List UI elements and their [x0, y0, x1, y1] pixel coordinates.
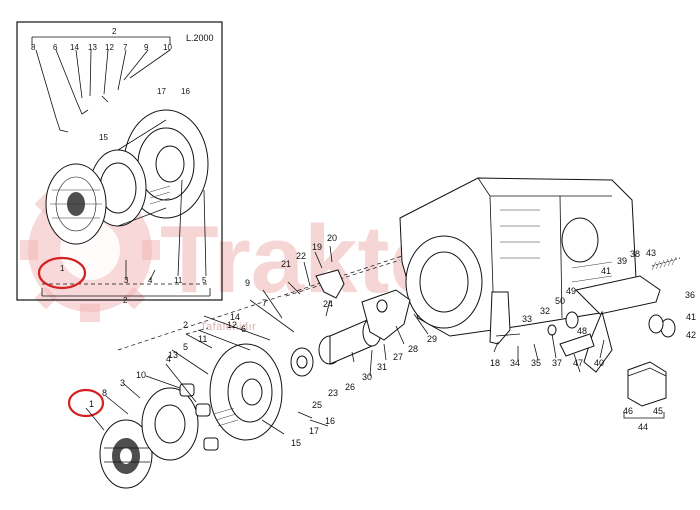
callout-label: 43	[646, 248, 656, 258]
callout-label: 49	[566, 286, 576, 296]
callout-label: 2	[112, 27, 117, 36]
callout-label: 50	[555, 296, 565, 306]
callout-label: 48	[577, 326, 587, 336]
callout-label: 10	[163, 43, 172, 52]
callout-label: 11	[198, 334, 207, 344]
callout-label: 41	[686, 312, 696, 322]
callout-label: 14	[70, 43, 79, 52]
callout-label: 41	[601, 266, 611, 276]
callout-label: 8	[31, 43, 36, 52]
callout-label: 15	[99, 133, 108, 142]
callout-label: 31	[377, 362, 387, 372]
release-bearing-assembly	[290, 317, 382, 377]
callout-label: 13	[88, 43, 97, 52]
callout-label: 9	[144, 43, 149, 52]
callout-label: 6	[53, 43, 58, 52]
callout-label: 9	[245, 278, 250, 288]
callout-label: 25	[312, 400, 322, 410]
main-highlight-circle	[67, 388, 105, 418]
callout-label: 8	[102, 388, 107, 398]
callout-label: 5	[183, 342, 188, 352]
callout-label: 30	[362, 372, 372, 382]
callout-label: 17	[309, 426, 319, 436]
callout-label: 1	[60, 264, 65, 273]
callout-label: 12	[105, 43, 114, 52]
callout-label: 27	[393, 352, 403, 362]
callout-label: 32	[540, 306, 550, 316]
callout-label: 10	[136, 370, 146, 380]
inset-clutch-disc	[45, 163, 107, 245]
callout-label: 4	[148, 276, 153, 285]
callout-label: 47	[573, 358, 583, 368]
callout-label: 6	[241, 324, 246, 334]
callout-label: 45	[653, 406, 663, 416]
callout-label: 5	[202, 276, 207, 285]
callout-label: 26	[345, 382, 355, 392]
callout-label: 15	[291, 438, 301, 448]
callout-label: 39	[617, 256, 627, 266]
callout-label: 12	[227, 320, 237, 330]
callout-label: 46	[623, 406, 633, 416]
callout-label: 40	[594, 358, 604, 368]
callout-label: 44	[638, 422, 648, 432]
main-pressure-plate	[141, 383, 219, 461]
callout-label: 3	[124, 276, 129, 285]
callout-label: 20	[327, 233, 337, 243]
main-clutch-cover	[209, 343, 283, 441]
pedal-rod	[489, 291, 511, 345]
callout-label: 29	[427, 334, 437, 344]
callout-label: 19	[312, 242, 322, 252]
callout-label: 37	[552, 358, 562, 368]
callout-label: 21	[281, 259, 291, 269]
callout-label: 4	[166, 354, 171, 364]
main-labels: 1 2 3 4 5 6 7 8 9 10 11 12 13 14 15 16 1…	[89, 233, 696, 448]
release-fork	[361, 289, 411, 341]
fork-lever	[315, 269, 345, 299]
callout-label: 34	[510, 358, 520, 368]
inset-highlight-circle	[37, 256, 87, 290]
pedal-pad	[627, 361, 667, 407]
callout-label: 16	[325, 416, 335, 426]
inset-panel: L.2000	[16, 21, 223, 301]
callout-label: 7	[262, 298, 267, 308]
callout-label: 24	[323, 299, 333, 309]
callout-label: 38	[630, 249, 640, 259]
callout-label: 28	[408, 344, 418, 354]
callout-label: 22	[296, 251, 306, 261]
callout-label: 2	[183, 320, 188, 330]
callout-label: 7	[123, 43, 128, 52]
callout-label: 3	[120, 378, 125, 388]
callout-label: 16	[181, 87, 190, 96]
callout-label: 14	[230, 312, 240, 322]
callout-label: 18	[490, 358, 500, 368]
inset-labels: 8 6 14 13 12 7 9 10 2 17 16 15 1 3 4 11 …	[31, 27, 207, 305]
callout-label: 11	[174, 276, 183, 285]
transmission-housing	[399, 177, 637, 337]
callout-label: 23	[328, 388, 338, 398]
inset-clutch-cover	[89, 109, 209, 227]
callout-label: 17	[157, 87, 166, 96]
callout-label: 42	[686, 330, 696, 340]
pedal-assembly	[547, 256, 681, 373]
main-clutch-disc	[99, 419, 153, 489]
callout-label: 33	[522, 314, 532, 324]
callout-label: 2	[123, 296, 128, 305]
callout-label: 1	[89, 399, 94, 409]
callout-label: 13	[168, 350, 178, 360]
callout-label: 35	[531, 358, 541, 368]
inset-title: L.2000	[186, 33, 214, 43]
callout-label: 36	[685, 290, 695, 300]
